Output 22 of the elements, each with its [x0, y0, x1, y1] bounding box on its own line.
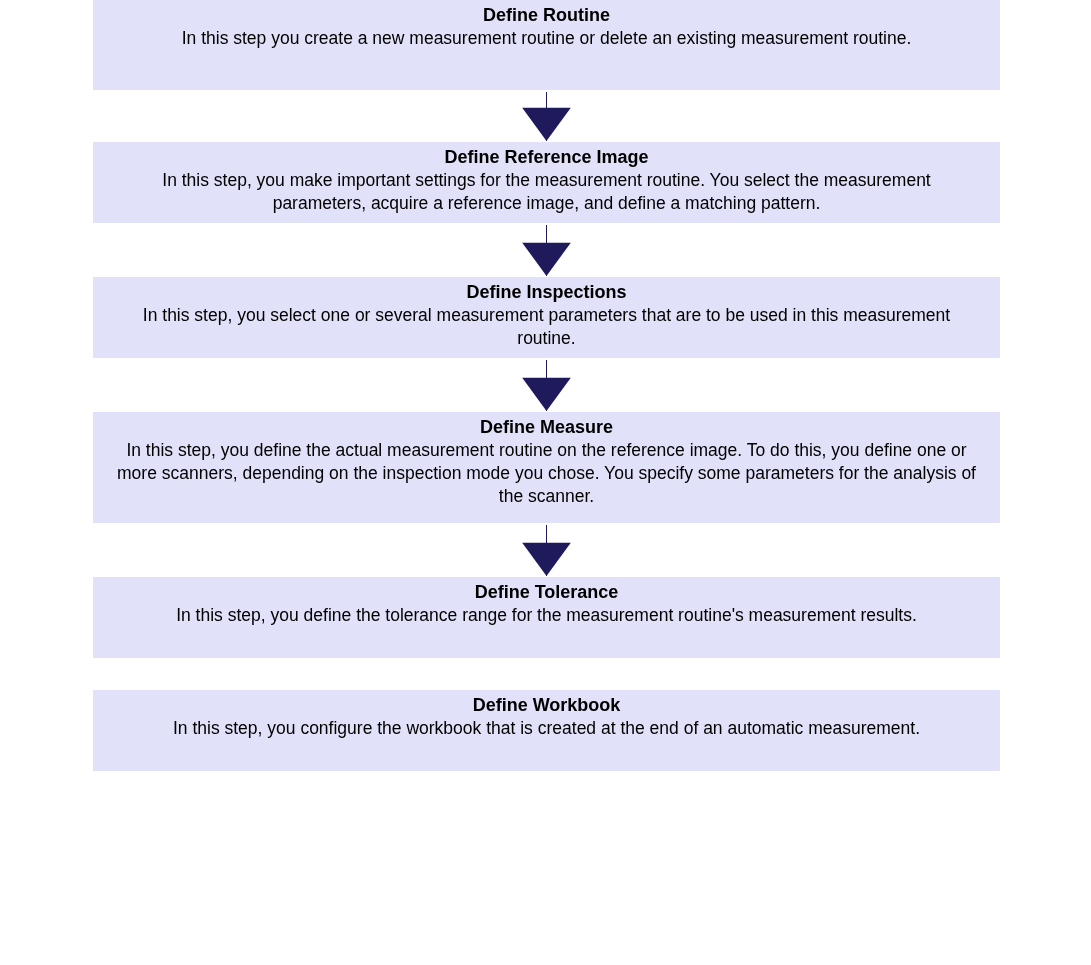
arrow	[522, 224, 571, 277]
step-description: In this step, you make important settings for the measurement routine. You select the measurement parameters, acquire a reference image, and define a matching pattern.	[161, 169, 932, 215]
step-description: In this step, you define the actual measurement routine on the reference image. To do this, you define one or more scanners, depending on the inspection mode you chose. You specify some parameters for the analysis of the scanner.	[116, 439, 977, 508]
step-box	[93, 0, 1000, 90]
step-box	[93, 142, 1000, 223]
step-title: Define Workbook	[471, 694, 622, 717]
step-title: Define Routine	[482, 4, 611, 27]
step-box	[93, 412, 1000, 523]
arrow	[522, 91, 571, 142]
step-box	[93, 690, 1000, 771]
step-title: Define Measure	[478, 416, 615, 439]
step-title: Define Inspections	[465, 281, 628, 304]
step-description: In this step, you configure the workbook that is created at the end of an automatic measurement.	[171, 717, 922, 740]
step-box	[93, 577, 1000, 658]
arrow	[522, 524, 571, 577]
step-description: In this step you create a new measurement routine or delete an existing measurement routine.	[180, 27, 913, 50]
step-title: Define Tolerance	[473, 581, 620, 604]
arrow	[522, 359, 571, 412]
step-title: Define Reference Image	[443, 146, 650, 169]
step-description: In this step, you define the tolerance range for the measurement routine's measurement results.	[175, 604, 918, 627]
step-description: In this step, you select one or several measurement parameters that are to be used in this measurement routine.	[141, 304, 952, 350]
step-box	[93, 277, 1000, 358]
